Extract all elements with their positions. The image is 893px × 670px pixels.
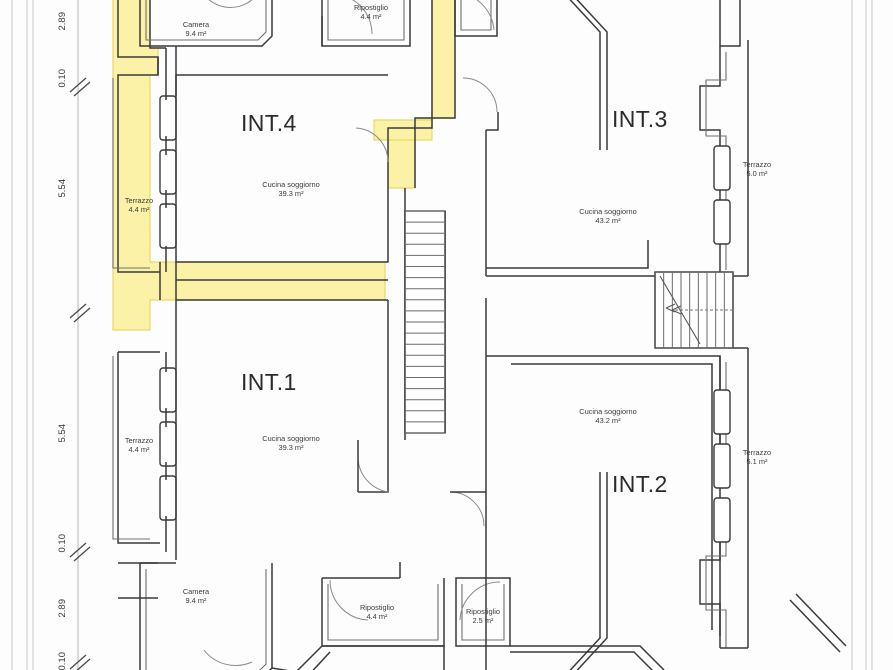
room-name: Cucina soggiorno bbox=[262, 180, 320, 189]
room-area: 9.4 m² bbox=[185, 596, 207, 606]
right-stair-direction-arrow bbox=[659, 275, 733, 345]
dimension-label: 5.54 bbox=[57, 179, 68, 198]
room-area: 2.5 m² bbox=[472, 616, 494, 626]
unit-label-int1: INT.1 bbox=[241, 369, 297, 395]
room-area: 4.4 m² bbox=[360, 12, 382, 22]
unit-label-int2: INT.2 bbox=[612, 471, 668, 497]
room-area: 9.4 m² bbox=[185, 29, 207, 39]
room-area: 39.3 m² bbox=[278, 443, 304, 453]
dimension-label: 0.10 bbox=[57, 534, 68, 553]
dimension-label: 0.10 bbox=[57, 652, 68, 670]
room-name: Terrazzo bbox=[124, 436, 154, 445]
room-area: 5.0 m² bbox=[746, 169, 768, 179]
central-stair-treads bbox=[405, 210, 445, 434]
room-name: Cucina soggiorno bbox=[579, 407, 637, 416]
wall-linework bbox=[112, 0, 847, 670]
room-area: 43.2 m² bbox=[595, 416, 621, 426]
unit-label-int4: INT.4 bbox=[241, 110, 297, 136]
room-area: 4.4 m² bbox=[128, 205, 150, 215]
room-name: Cucina soggiorno bbox=[262, 434, 320, 443]
room-area: 39.3 m² bbox=[278, 189, 304, 199]
room-name: Ripostiglio bbox=[465, 607, 501, 616]
room-area: 4.4 m² bbox=[128, 445, 150, 455]
dimension-break-ticks bbox=[69, 77, 91, 670]
room-name: Camera bbox=[182, 587, 210, 596]
sheet-border-lines-right bbox=[851, 0, 873, 670]
unit-label-int3: INT.3 bbox=[612, 106, 668, 132]
room-area: 43.2 m² bbox=[595, 216, 621, 226]
room-name: Terrazzo bbox=[742, 160, 772, 169]
dimension-label: 5.54 bbox=[57, 424, 68, 443]
dimension-label: 0.10 bbox=[57, 69, 68, 88]
room-name: Cucina soggiorno bbox=[579, 207, 637, 216]
dimension-label: 2.89 bbox=[57, 599, 68, 618]
room-name: Terrazzo bbox=[742, 448, 772, 457]
room-name: Terrazzo bbox=[124, 196, 154, 205]
room-name: Ripostiglio bbox=[353, 3, 389, 12]
room-area: 4.4 m² bbox=[366, 612, 388, 622]
room-area: 5.1 m² bbox=[746, 457, 768, 467]
sheet-border-lines bbox=[11, 0, 79, 670]
room-name: Camera bbox=[182, 20, 210, 29]
dimension-label: 2.89 bbox=[57, 12, 68, 31]
room-name: Ripostiglio bbox=[359, 603, 395, 612]
